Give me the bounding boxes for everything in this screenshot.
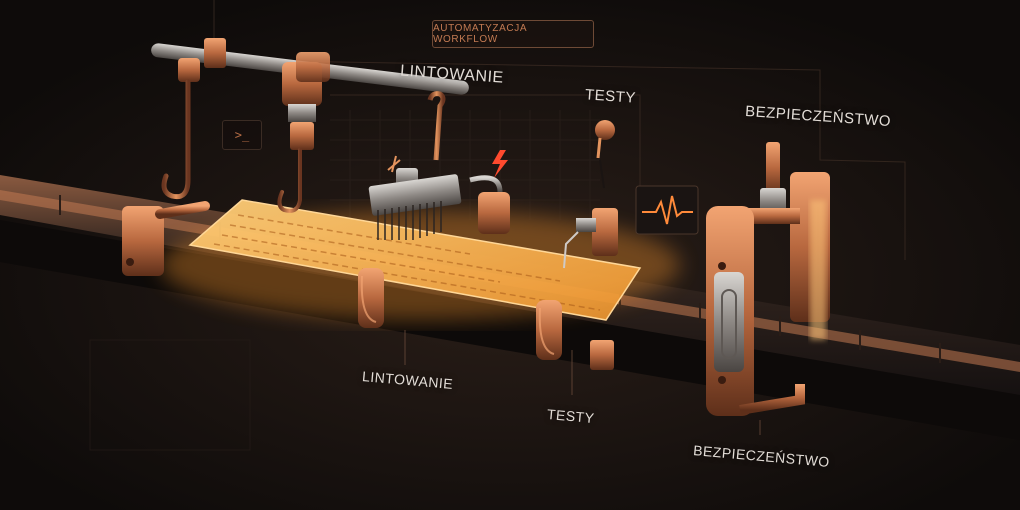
label-tests-top: TESTY: [584, 86, 637, 107]
workflow-title-badge: AUTOMATYZACJA WORKFLOW: [432, 20, 594, 48]
heartbeat-monitor-icon: [635, 185, 699, 235]
lightning-icon: [492, 150, 508, 178]
terminal-icon: >_: [222, 120, 262, 150]
